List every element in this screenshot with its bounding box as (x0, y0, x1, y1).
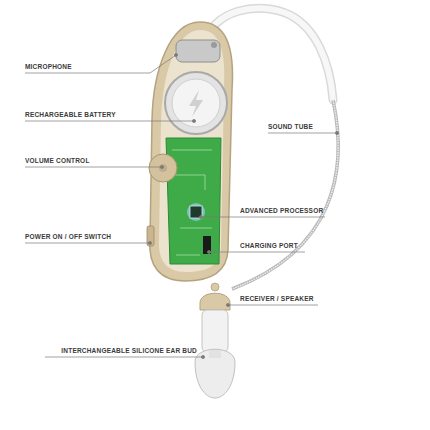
battery-bolt (189, 90, 203, 117)
leader-line (25, 167, 162, 168)
part-label: SOUND TUBE (268, 122, 313, 131)
receiver-cap (200, 293, 230, 310)
leader-dot (226, 303, 229, 306)
part-label: POWER ON / OFF SWITCH (25, 232, 111, 241)
leader-dot (335, 131, 338, 134)
volume-wheel (149, 154, 177, 182)
leader-line (209, 252, 305, 253)
circuit-board (166, 138, 221, 264)
part-label: RECHARGEABLE BATTERY (25, 110, 116, 119)
leader-dot (192, 119, 195, 122)
leader-dot (148, 241, 151, 244)
leader-line (25, 243, 150, 244)
leader-dot (199, 215, 202, 218)
part-label: MICROPHONE (25, 62, 72, 71)
part-label: CHARGING PORT (240, 241, 298, 250)
microphone-port (211, 42, 217, 48)
microphone (176, 40, 220, 62)
circuit-traces (172, 150, 212, 255)
leader-line (268, 133, 337, 134)
housing (150, 22, 233, 281)
ear-bud-dome (195, 349, 235, 398)
part-label: INTERCHANGEABLE SILICONE EAR BUD (61, 346, 197, 355)
leader-line (228, 305, 318, 306)
ear-bud-stem (202, 310, 228, 352)
leader-dot (207, 250, 210, 253)
power-switch (147, 226, 154, 246)
sound-tube-core (232, 100, 338, 289)
part-label: VOLUME CONTROL (25, 156, 90, 165)
battery-face (172, 79, 220, 127)
housing-inner (159, 30, 224, 272)
ear-bud-neck (209, 350, 221, 358)
part-label: ADVANCED PROCESSOR (240, 206, 323, 215)
leader-dot (174, 53, 177, 56)
volume-wheel-center (159, 164, 167, 172)
leader-line (201, 217, 325, 218)
leader-dot (160, 165, 163, 168)
receiver-knob (211, 283, 219, 291)
sound-tube (232, 100, 338, 289)
charging-port (203, 236, 211, 254)
processor-chip (190, 206, 202, 218)
leader-line (45, 357, 203, 358)
leader-line (25, 55, 176, 73)
leader-dot (201, 355, 204, 358)
processor-glow (187, 203, 205, 221)
part-label: RECEIVER / SPEAKER (240, 294, 314, 303)
battery (165, 72, 227, 134)
leader-line (25, 121, 194, 122)
